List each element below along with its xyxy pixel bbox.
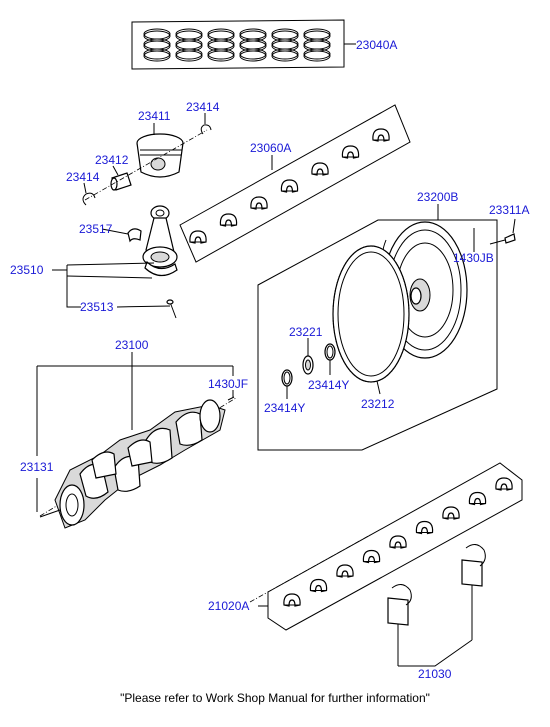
- label-23510[interactable]: 23510: [10, 263, 44, 277]
- upper-bearing-shell: [372, 128, 390, 142]
- piston-group: 23411 23414 23412 23414: [66, 100, 220, 206]
- upper-bearing-shell: [280, 179, 299, 193]
- footer-note: "Please refer to Work Shop Manual for fu…: [120, 691, 430, 705]
- label-1430JF[interactable]: 1430JF: [208, 377, 248, 391]
- upper-bearing-shell: [311, 162, 329, 176]
- label-23412[interactable]: 23412: [95, 153, 129, 167]
- upper-bearing-group: 23060A: [179, 104, 411, 263]
- label-23414-top[interactable]: 23414: [186, 100, 220, 114]
- flywheel-group: 23200B 23311A 1430JB 23221 23414Y 23414Y…: [257, 190, 529, 451]
- label-23040A[interactable]: 23040A: [356, 38, 397, 52]
- main-bearing-shell: [283, 593, 301, 607]
- piston-ring-stack: [303, 28, 331, 62]
- label-23131[interactable]: 23131: [20, 460, 54, 474]
- label-23060A[interactable]: 23060A: [250, 141, 291, 155]
- crankshaft-group: 23100 1430JF 23131: [20, 338, 248, 529]
- piston-ring-stack: [271, 28, 299, 62]
- thrust-bearing-group: 21030: [387, 544, 486, 681]
- main-bearing-shell: [495, 477, 513, 491]
- main-bearing-shell: [362, 549, 381, 564]
- main-bearing-shell: [415, 520, 434, 535]
- main-bearing-shell: [309, 578, 328, 593]
- label-23411[interactable]: 23411: [138, 109, 171, 123]
- upper-bearing-shell: [219, 213, 238, 227]
- piston-ring-stack: [239, 28, 267, 62]
- label-23414Y-right[interactable]: 23414Y: [308, 378, 349, 392]
- main-bearing-group: 21020A: [208, 462, 523, 631]
- main-bearing-shell: [442, 506, 460, 520]
- label-21030[interactable]: 21030: [418, 667, 452, 681]
- label-1430JB[interactable]: 1430JB: [453, 251, 494, 265]
- label-23221[interactable]: 23221: [289, 325, 323, 339]
- label-23311A[interactable]: 23311A: [489, 203, 529, 217]
- piston-ring-stack: [175, 28, 203, 62]
- label-23212[interactable]: 23212: [361, 397, 395, 411]
- label-23414-left[interactable]: 23414: [66, 170, 100, 184]
- label-21020A[interactable]: 21020A: [208, 599, 249, 613]
- main-bearing-shell: [389, 535, 407, 549]
- piston-ring-stack: [143, 28, 171, 62]
- upper-bearing-shell: [341, 145, 360, 159]
- piston-ring-stack: [207, 28, 235, 62]
- label-23517[interactable]: 23517: [79, 222, 113, 236]
- piston-rings-group: 23040A: [131, 19, 397, 70]
- label-23200B[interactable]: 23200B: [417, 190, 458, 204]
- label-23513[interactable]: 23513: [80, 300, 114, 314]
- label-23414Y-left[interactable]: 23414Y: [264, 401, 305, 415]
- label-23100[interactable]: 23100: [115, 338, 149, 352]
- main-bearing-shell: [468, 491, 487, 506]
- main-bearing-shell: [336, 564, 354, 578]
- upper-bearing-shell: [250, 196, 268, 210]
- connecting-rod-group: 23517 23510 23513: [10, 205, 178, 319]
- upper-bearing-shell: [189, 230, 207, 244]
